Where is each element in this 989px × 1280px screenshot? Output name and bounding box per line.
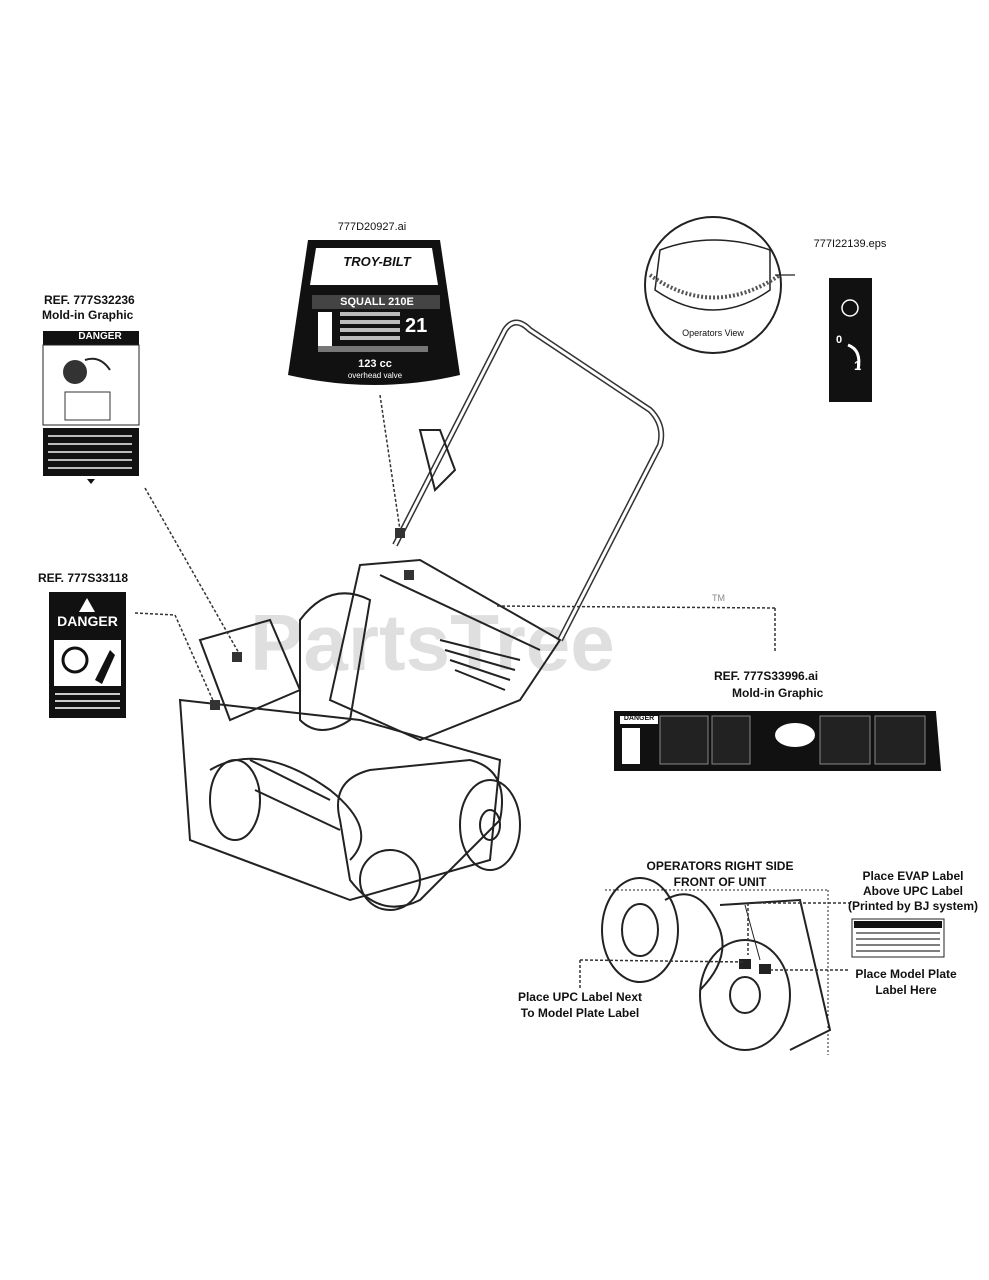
ref-lower-id: REF. 777S33118 xyxy=(38,571,129,585)
panel-danger-header: DANGER xyxy=(623,715,655,722)
ref-upper-id: REF. 777S32236 xyxy=(44,293,135,307)
evap-line-3: (Printed by BJ system) xyxy=(847,899,979,913)
operators-view-file: 777I22139.eps xyxy=(813,238,887,250)
operators-view-decal xyxy=(644,216,872,402)
evap-line-1: Place EVAP Label xyxy=(862,869,964,883)
right-side-title-1: OPERATORS RIGHT SIDE xyxy=(646,859,794,873)
watermark: PartsTree xyxy=(250,598,615,687)
model-plate-line-2: Label Here xyxy=(875,983,937,997)
ref-panel-sub: Mold-in Graphic xyxy=(732,686,824,700)
engine-decal-model: SQUALL 210E xyxy=(340,296,414,308)
engine-decal xyxy=(288,240,460,385)
engine-decal-displacement: 123 cc xyxy=(358,358,392,370)
model-plate-line-1: Place Model Plate xyxy=(855,967,957,981)
right-side-leaders xyxy=(579,902,850,988)
leader-markers xyxy=(210,528,414,710)
right-side-detail xyxy=(601,877,832,1055)
danger-decal-upper xyxy=(42,331,140,484)
evap-line-2: Above UPC Label xyxy=(862,884,964,898)
panel-decal xyxy=(614,711,942,771)
watermark-tm: TM xyxy=(712,593,725,603)
snow-thrower-illustration xyxy=(178,319,665,911)
engine-decal-brand: TROY-BILT xyxy=(343,254,411,269)
engine-decal-file: 777D20927.ai xyxy=(337,221,407,233)
right-side-title-2: FRONT OF UNIT xyxy=(673,875,767,889)
operators-view-caption: Operators View xyxy=(682,328,744,338)
ref-upper-sub: Mold-in Graphic xyxy=(42,308,134,322)
operators-view-one: 1 xyxy=(854,358,862,373)
leader-lines xyxy=(134,394,776,706)
danger-lower-header: DANGER xyxy=(57,613,118,629)
danger-decal-lower xyxy=(49,592,126,718)
upc-line-1: Place UPC Label Next xyxy=(517,990,643,1004)
danger-upper-header: DANGER xyxy=(78,331,122,342)
engine-decal-valve: overhead valve xyxy=(347,371,403,380)
engine-decal-size: 21 xyxy=(405,315,428,337)
operators-view-zero: 0 xyxy=(836,334,843,346)
evap-label xyxy=(851,918,945,958)
ref-panel-id: REF. 777S33996.ai xyxy=(714,669,819,683)
upc-line-2: To Model Plate Label xyxy=(520,1006,640,1020)
